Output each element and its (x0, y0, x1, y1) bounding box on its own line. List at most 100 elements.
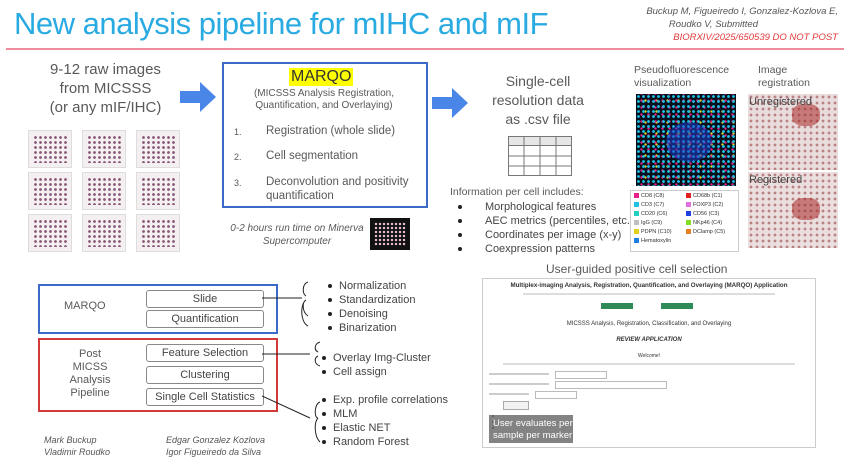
runtime-note: 0-2 hours run time on Minerva Supercompu… (222, 222, 372, 248)
bullet-icon (322, 356, 326, 361)
registered-image (748, 172, 838, 248)
post-label-line3: Analysis (69, 374, 111, 386)
author-name: Vladimir Roudko (44, 447, 111, 457)
legend-swatch (686, 193, 691, 199)
legend-label: NKp46 (C4) (693, 220, 723, 226)
overlay-cluster-item: Overlay Img-Cluster (322, 352, 431, 364)
app-browse-button[interactable] (503, 401, 529, 410)
slide-thumbnail (136, 130, 180, 168)
marqo-subtitle-line1: (MICSSS Analysis Registration, (253, 88, 395, 99)
runtime-line2: Supercomputer (262, 236, 332, 247)
app-select[interactable] (555, 371, 607, 379)
legend-swatch (634, 202, 639, 208)
app-select[interactable] (535, 391, 577, 399)
group1-text: Denoising (339, 308, 388, 320)
citation-authors: Buckup M, Figueiredo I, Gonzalez-Kozlova… (646, 6, 838, 17)
legend-label: CD8 (C8) (641, 193, 665, 199)
legend-entry: CD20 (C6) (634, 211, 667, 217)
marqo-pipeline-label: MARQO (64, 300, 106, 312)
raw-images-caption: 9-12 raw images from MICSSS (or any mIF/… (38, 60, 173, 117)
post-micss-label: Post MICSS Analysis Pipeline (58, 348, 122, 400)
feature-selection-pill: Feature Selection (146, 344, 264, 362)
legend-label: CD56 (C3) (693, 211, 720, 217)
raw-images-line1: 9-12 raw images (50, 61, 161, 78)
app-path-input[interactable] (555, 381, 667, 389)
legend-entry: CD68b (C1) (686, 193, 722, 199)
app-instructions (503, 363, 795, 365)
legend-label: CD3 (C7) (641, 202, 665, 208)
slide-thumbnail (136, 214, 180, 252)
denoising-item: Denoising (328, 308, 388, 320)
arrow-right-icon (180, 82, 216, 112)
title-divider (6, 48, 844, 50)
step-segmentation: Cell segmentation (266, 150, 359, 162)
step-deconvolution: Deconvolution and positivity quantificat… (266, 175, 409, 203)
app-tab-button[interactable] (661, 303, 693, 309)
legend-entry: IgG (C9) (634, 220, 662, 226)
csv-table-icon (508, 136, 572, 176)
info-item-text: AEC metrics (percentiles, etc.) (485, 215, 634, 227)
info-item: AEC metrics (percentiles, etc.) (458, 215, 634, 227)
step-number: 2. (234, 152, 242, 162)
author-name: Mark Buckup (44, 435, 97, 445)
legend-label: DClamp (C5) (693, 229, 726, 235)
app-welcome: Welcome! (637, 353, 661, 359)
bullet-icon (458, 219, 462, 224)
app-review-heading: REVIEW APPLICATION (616, 337, 682, 343)
marqo-subtitle-line2: Quantification, and Overlaying) (255, 100, 393, 111)
bullet-icon (458, 233, 462, 238)
legend-swatch (686, 220, 691, 226)
bullet-icon (322, 370, 326, 375)
app-screenshot: Multiplex-imaging Analysis, Registration… (482, 278, 816, 448)
raw-images-line2: from MICSSS (59, 80, 152, 97)
app-description (523, 293, 775, 295)
post-label-line2: MICSS (72, 361, 108, 373)
single-cell-line3: as .csv file (505, 111, 571, 127)
app-tab-button[interactable] (601, 303, 633, 309)
legend-entry: DClamp (C5) (686, 229, 725, 235)
group3-text: Elastic NET (333, 422, 391, 434)
correlations-item: Exp. profile correlations (322, 394, 448, 406)
legend-entry: PDPN (C10) (634, 229, 672, 235)
legend-swatch (686, 202, 691, 208)
registration-line2: registration (758, 77, 810, 89)
registration-caption: Image registration (758, 64, 810, 90)
legend-entry: CD3 (C7) (634, 202, 664, 208)
legend-swatch (686, 229, 691, 235)
bullet-icon (328, 298, 332, 303)
page-title: New analysis pipeline for mIHC and mIF (14, 6, 549, 41)
overlay-line1: User evaluates per (493, 418, 573, 429)
group1-text: Standardization (339, 294, 416, 306)
single-cell-line1: Single-cell (505, 73, 571, 89)
bullet-icon (458, 247, 462, 252)
registered-label: Registered (749, 174, 803, 186)
slide-thumbnail (28, 130, 72, 168)
pseudo-line2: visualization (634, 77, 692, 89)
normalization-item: Normalization (328, 280, 406, 292)
authors-left: Mark Buckup Vladimir Roudko (44, 434, 110, 458)
legend-entry: FOXP3 (C2) (686, 202, 723, 208)
slide-thumbnail (28, 172, 72, 210)
slide-pill: Slide (146, 290, 264, 308)
binarization-item: Binarization (328, 322, 396, 334)
info-item: Morphological features (458, 201, 596, 213)
clustering-pill: Clustering (146, 366, 264, 384)
group3-text: MLM (333, 408, 358, 420)
random-forest-item: Random Forest (322, 436, 409, 448)
standardization-item: Standardization (328, 294, 415, 306)
step-registration: Registration (whole slide) (266, 125, 396, 137)
group1-text: Normalization (339, 280, 407, 292)
legend-entry: CD56 (C3) (686, 211, 719, 217)
info-item: Coordinates per image (x-y) (458, 229, 621, 241)
bullet-icon (322, 398, 326, 403)
step-deconvolution-line1: Deconvolution and positivity (266, 176, 409, 188)
pipeline-connectors (262, 281, 321, 443)
legend-entry: Hematoxylin (634, 238, 671, 244)
bullet-icon (328, 326, 332, 331)
legend-label: IgG (C9) (641, 220, 663, 226)
step-number: 1. (234, 127, 242, 137)
legend-label: PDPN (C10) (641, 229, 672, 235)
citation-status: Roudko V, Submitted (668, 19, 758, 30)
bullet-icon (322, 440, 326, 445)
info-item-text: Morphological features (485, 201, 597, 213)
